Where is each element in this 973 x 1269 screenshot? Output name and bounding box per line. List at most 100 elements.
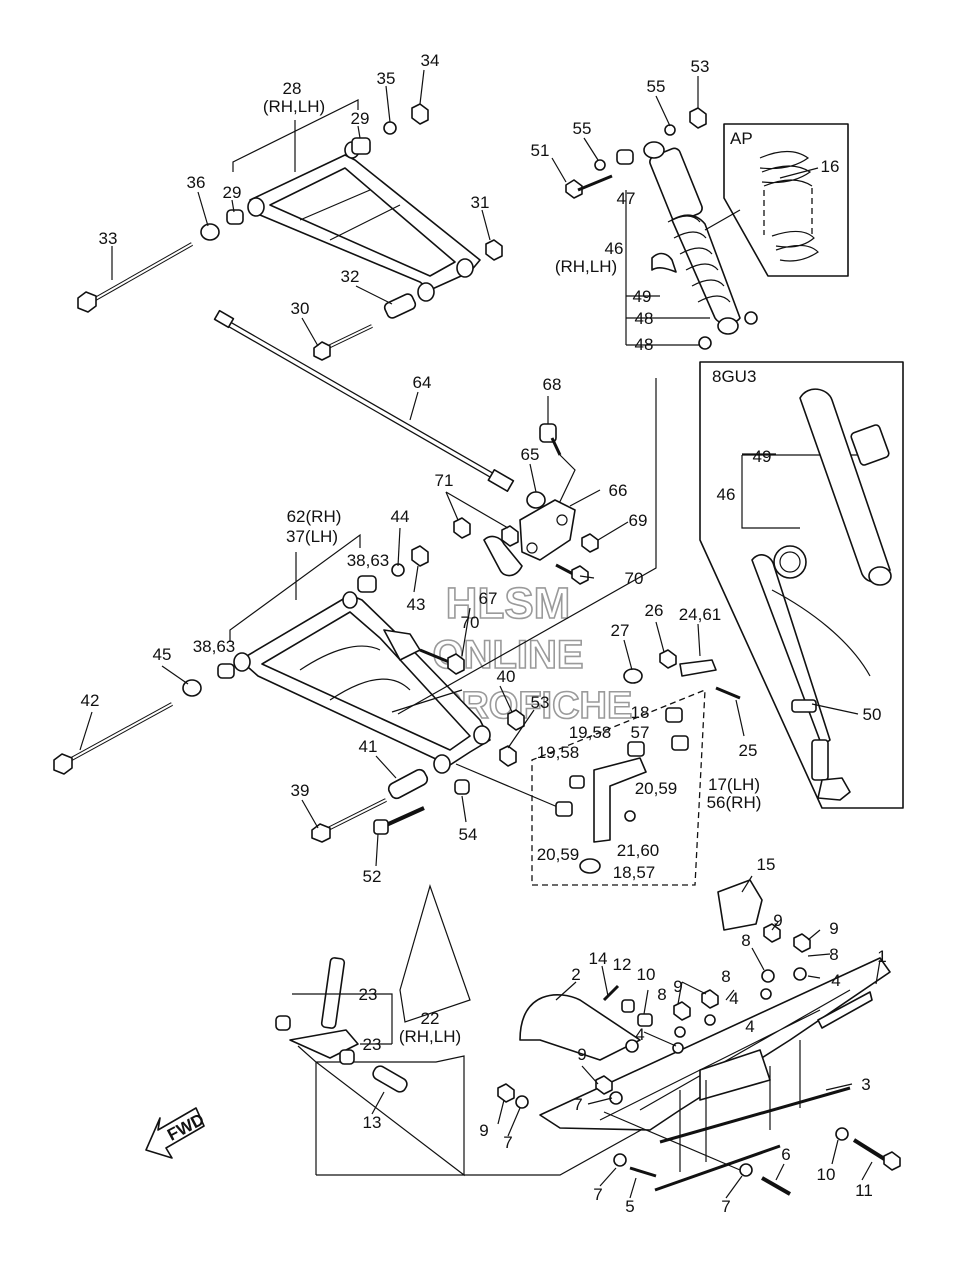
callout-41: 41	[359, 737, 378, 756]
nut-34	[411, 103, 429, 125]
callout-8: 8	[657, 985, 666, 1004]
callout-18: 18	[631, 703, 650, 722]
callout-48: 48	[635, 335, 654, 354]
bolt-42-head	[53, 753, 73, 775]
bolt-33-head	[77, 291, 97, 313]
callout-4: 4	[635, 1025, 644, 1044]
callout-28-sub: (RH,LH)	[263, 97, 325, 116]
bolt-30-head	[313, 341, 331, 361]
callout-5: 5	[625, 1197, 634, 1216]
callout-9: 9	[829, 919, 838, 938]
callout-10: 10	[637, 965, 656, 984]
callout-13: 13	[363, 1113, 382, 1132]
callout-50: 50	[863, 705, 882, 724]
callout-16: 16	[821, 157, 840, 176]
callout-2: 2	[571, 965, 580, 984]
callout-38-63: 38,63	[193, 637, 236, 656]
callout-31: 31	[471, 193, 490, 212]
nut-53-shock	[689, 107, 707, 129]
callout-14: 14	[589, 949, 608, 968]
callout-22-sub: (RH,LH)	[399, 1027, 461, 1046]
ski-assembly	[275, 879, 901, 1196]
bracket-46	[625, 190, 710, 346]
callout-30: 30	[291, 299, 310, 318]
spring-16	[759, 150, 819, 262]
callout-35: 35	[377, 69, 396, 88]
callout-49-gu3: 49	[753, 447, 772, 466]
callout-54: 54	[459, 825, 478, 844]
callout-19-58: 19,58	[537, 743, 580, 762]
callout-20-59: 20,59	[537, 845, 580, 864]
lower-arm-assembly	[53, 533, 561, 843]
callout-29: 29	[223, 183, 242, 202]
callout-23: 23	[363, 1035, 382, 1054]
callout-9: 9	[773, 911, 782, 930]
callout-42: 42	[81, 691, 100, 710]
callout-9: 9	[479, 1121, 488, 1140]
callout-8: 8	[721, 967, 730, 986]
callout-70: 70	[625, 569, 644, 588]
link-67	[483, 535, 523, 577]
callout-24-61: 24,61	[679, 605, 722, 624]
callout-66: 66	[609, 481, 628, 500]
callout-52: 52	[363, 867, 382, 886]
callout-7: 7	[593, 1185, 602, 1204]
callout-48: 48	[635, 309, 654, 328]
callout-70: 70	[461, 613, 480, 632]
callout-7: 7	[503, 1133, 512, 1152]
callout-32: 32	[341, 267, 360, 286]
callout-labels: 28 (RH,LH) 34 35 29 29 36 33 31 32 30 64…	[81, 51, 887, 1216]
gu3-box-title: 8GU3	[712, 367, 756, 386]
nut-31	[485, 239, 503, 261]
callout-53: 53	[531, 693, 550, 712]
arm-24	[679, 659, 717, 677]
callout-7: 7	[721, 1197, 730, 1216]
shock-8gu3	[799, 388, 891, 583]
callout-4: 4	[745, 1017, 754, 1036]
fwd-arrow: FWD	[145, 1107, 207, 1159]
callout-33: 33	[99, 229, 118, 248]
callout-8: 8	[829, 945, 838, 964]
nut-69	[581, 533, 599, 553]
callout-45: 45	[153, 645, 172, 664]
callout-39: 39	[291, 781, 310, 800]
callout-46: 46	[605, 239, 624, 258]
callout-4: 4	[831, 971, 840, 990]
callout-55: 55	[647, 77, 666, 96]
cover-49	[651, 252, 677, 273]
callout-21-60: 21,60	[617, 841, 660, 860]
callout-43: 43	[407, 595, 426, 614]
callout-68: 68	[543, 375, 562, 394]
callout-67: 67	[479, 589, 498, 608]
callout-28: 28	[283, 79, 302, 98]
bracket-62	[229, 533, 361, 642]
callout-9: 9	[673, 977, 682, 996]
callout-11: 11	[855, 1181, 873, 1200]
nut-40	[507, 709, 525, 731]
nut-43	[411, 545, 429, 567]
spindle-assembly	[397, 378, 741, 886]
callout-34: 34	[421, 51, 440, 70]
callout-19-58: 19,58	[569, 723, 612, 742]
bolt-39-head	[311, 823, 331, 843]
callout-12: 12	[613, 955, 632, 974]
callout-27: 27	[611, 621, 630, 640]
callout-49: 49	[633, 287, 652, 306]
callout-69: 69	[629, 511, 648, 530]
block-15	[717, 879, 763, 931]
callout-46-sub: (RH,LH)	[555, 257, 617, 276]
callout-62: 62(RH)	[287, 507, 342, 526]
tool-50	[751, 554, 831, 747]
callout-10: 10	[817, 1165, 836, 1184]
callout-38-63: 38,63	[347, 551, 390, 570]
spindle-17	[593, 757, 647, 843]
callout-46-gu3: 46	[717, 485, 736, 504]
callout-3: 3	[861, 1075, 870, 1094]
callout-47: 47	[617, 189, 636, 208]
callout-9: 9	[577, 1045, 586, 1064]
callout-1: 1	[877, 947, 886, 966]
callout-6: 6	[781, 1145, 790, 1164]
callout-64: 64	[413, 373, 432, 392]
callout-22: 22	[421, 1009, 440, 1028]
